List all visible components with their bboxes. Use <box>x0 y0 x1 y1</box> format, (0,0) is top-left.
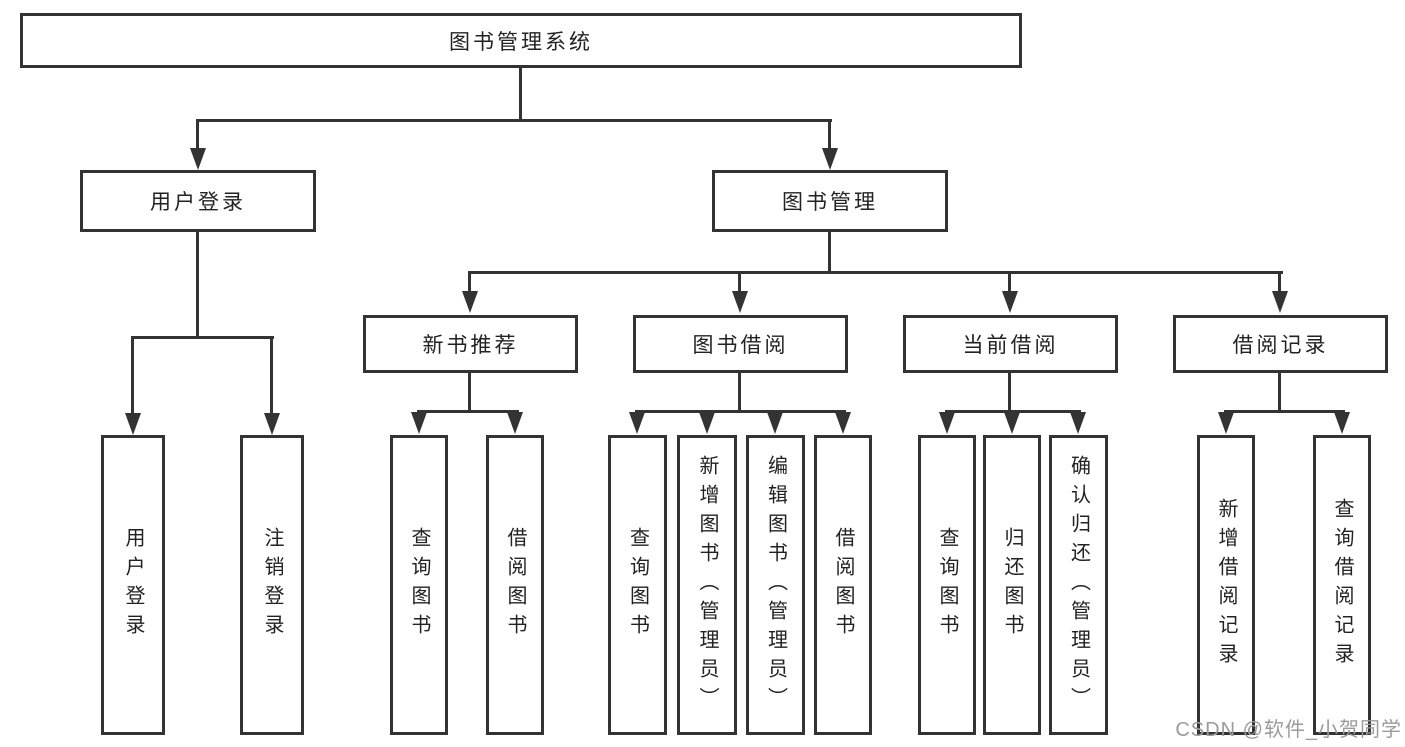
arrow-down-icon <box>1070 412 1086 434</box>
leaf-nbr-query-book-label: 查询图书 <box>408 527 430 643</box>
arrow-down-icon <box>699 412 715 434</box>
connector-new-book-stem <box>468 373 471 412</box>
leaf-user-login: 用户登录 <box>101 435 165 735</box>
leaf-br-add-record-label: 新增借阅记录 <box>1215 498 1237 672</box>
arrow-down-icon <box>939 412 955 434</box>
csdn-watermark: CSDN @软件_小贺同学 <box>1175 719 1402 741</box>
arrow-down-icon <box>1218 412 1234 434</box>
arrow-down-icon <box>732 291 748 313</box>
leaf-logout-label: 注销登录 <box>261 527 283 643</box>
leaf-br-query-record-label: 查询借阅记录 <box>1331 498 1353 672</box>
leaf-nbr-borrow-book-label: 借阅图书 <box>504 527 526 643</box>
connector-current-borrow-stem <box>1008 373 1011 412</box>
arrow-down-icon <box>507 412 523 434</box>
connector-book-management-split <box>468 271 1283 274</box>
leaf-bb-query-book: 查询图书 <box>608 435 667 735</box>
node-current-borrow: 当前借阅 <box>903 315 1118 373</box>
node-new-book-recommend-label: 新书推荐 <box>422 334 519 357</box>
leaf-br-query-record: 查询借阅记录 <box>1313 435 1371 735</box>
connector-book-borrow-stem <box>738 373 741 412</box>
arrow-down-icon <box>190 148 206 170</box>
arrow-down-icon <box>411 412 427 434</box>
connector-user-login-split <box>131 336 274 339</box>
leaf-bb-add-book-admin: 新增图书（管理员） <box>677 435 737 735</box>
node-book-management: 图书管理 <box>712 170 948 232</box>
leaf-bb-edit-book-admin: 编辑图书（管理员） <box>746 435 805 735</box>
leaf-nbr-query-book: 查询图书 <box>390 435 448 735</box>
node-book-borrow-label: 图书借阅 <box>692 334 789 357</box>
arrow-down-icon <box>822 148 838 170</box>
connector-shaft-book-borrow <box>738 271 741 293</box>
connector-root-stem <box>519 68 522 121</box>
leaf-cb-confirm-return-admin-label: 确认归还（管理员） <box>1067 454 1090 716</box>
arrow-down-icon <box>767 412 783 434</box>
node-user-login-label: 用户登录 <box>150 191 246 214</box>
leaf-logout: 注销登录 <box>240 435 304 735</box>
connector-shaft-user-login <box>196 119 199 150</box>
leaf-cb-return-book-label: 归还图书 <box>1001 527 1023 643</box>
connector-shaft-borrow-record <box>1278 271 1281 293</box>
connector-book-borrow-split <box>635 410 846 413</box>
node-root: 图书管理系统 <box>20 13 1022 68</box>
arrow-down-icon <box>462 291 478 313</box>
leaf-bb-edit-book-admin-label: 编辑图书（管理员） <box>764 454 787 716</box>
arrow-down-icon <box>1334 412 1350 434</box>
connector-book-management-stem <box>828 232 831 274</box>
leaf-user-login-label: 用户登录 <box>122 527 144 643</box>
leaf-cb-return-book: 归还图书 <box>983 435 1041 735</box>
leaf-cb-confirm-return-admin: 确认归还（管理员） <box>1049 435 1108 735</box>
leaf-bb-query-book-label: 查询图书 <box>626 527 649 643</box>
leaf-bb-borrow-book: 借阅图书 <box>814 435 872 735</box>
arrow-down-icon <box>125 413 141 435</box>
connector-shaft-current-borrow <box>1008 271 1011 293</box>
connector-current-borrow-split <box>945 410 1081 413</box>
leaf-bb-add-book-admin-label: 新增图书（管理员） <box>696 454 718 716</box>
arrow-down-icon <box>629 412 645 434</box>
leaf-bb-borrow-book-label: 借阅图书 <box>832 527 854 643</box>
connector-user-login-stem <box>196 232 199 339</box>
arrow-down-icon <box>1002 291 1018 313</box>
node-root-label: 图书管理系统 <box>449 30 593 54</box>
connector-shaft-leaf-logout <box>270 336 273 415</box>
arrow-down-icon <box>835 412 851 434</box>
connector-shaft-new-book <box>468 271 471 293</box>
arrow-down-icon <box>1004 412 1020 434</box>
leaf-cb-query-book-label: 查询图书 <box>936 527 958 643</box>
node-borrow-record-label: 借阅记录 <box>1232 334 1329 357</box>
connector-shaft-book-management <box>828 119 831 150</box>
connector-root-split <box>196 119 832 122</box>
connector-borrow-record-stem <box>1278 373 1281 412</box>
connector-borrow-record-split <box>1224 410 1345 413</box>
arrow-down-icon <box>1272 291 1288 313</box>
arrow-down-icon <box>264 413 280 435</box>
node-borrow-record: 借阅记录 <box>1173 315 1388 373</box>
node-user-login: 用户登录 <box>80 170 316 232</box>
leaf-nbr-borrow-book: 借阅图书 <box>486 435 544 735</box>
leaf-br-add-record: 新增借阅记录 <box>1197 435 1255 735</box>
connector-shaft-leaf-user-login <box>131 336 134 415</box>
connector-new-book-split <box>417 410 519 413</box>
node-current-borrow-label: 当前借阅 <box>962 334 1059 357</box>
node-book-management-label: 图书管理 <box>782 191 878 214</box>
node-book-borrow: 图书借阅 <box>633 315 848 373</box>
node-new-book-recommend: 新书推荐 <box>363 315 578 373</box>
leaf-cb-query-book: 查询图书 <box>918 435 976 735</box>
